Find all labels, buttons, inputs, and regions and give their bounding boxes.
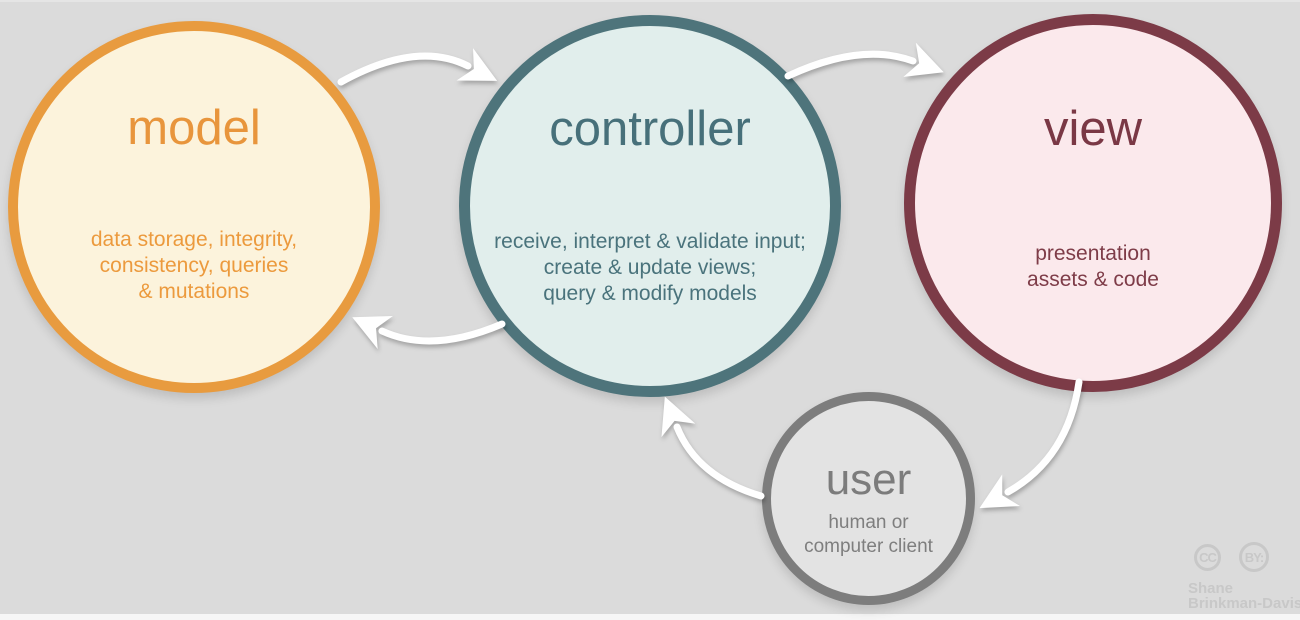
controller-description-line: create & update views; (543, 256, 757, 279)
top-edge-strip (0, 0, 1300, 2)
view-node: view presentation assets & code (904, 14, 1282, 392)
view-description-line: assets & code (1027, 268, 1159, 291)
view-title: view (1043, 102, 1143, 156)
model-description-line: & mutations (138, 280, 250, 303)
view-description-line: presentation (1035, 242, 1151, 265)
user-description: human or computer client (771, 511, 966, 559)
controller-description: receive, interpret & validate input; cre… (470, 229, 830, 307)
user-title: user (825, 455, 912, 504)
model-description-line: consistency, queries (99, 254, 289, 277)
model-description-line: data storage, integrity, (90, 228, 298, 251)
arrow-controller-to-view (784, 42, 944, 80)
arrow-view-to-user (979, 378, 1083, 509)
controller-description-line: receive, interpret & validate input; (494, 230, 806, 253)
model-node: model data storage, integrity, consisten… (8, 21, 380, 393)
user-description-line: computer client (804, 536, 933, 557)
model-description: data storage, integrity, consistency, qu… (18, 227, 370, 305)
cc-icon: CC (1194, 544, 1221, 571)
arrow-model-to-controller (337, 48, 498, 86)
author-name-line: Brinkman-Davis (1188, 595, 1300, 612)
view-description: presentation assets & code (915, 241, 1271, 293)
author-name: Shane Brinkman-Davis (1188, 581, 1300, 611)
arrow-controller-to-model (352, 315, 506, 350)
user-description-line: human or (828, 512, 909, 533)
bottom-edge-strip (0, 614, 1300, 620)
cc-icon-label: CC (1199, 550, 1217, 565)
author-name-line: Shane (1188, 580, 1234, 597)
model-title: model (127, 101, 261, 155)
controller-description-line: query & modify models (543, 282, 757, 305)
by-icon: BY: (1239, 542, 1269, 572)
controller-title: controller (549, 102, 751, 156)
by-icon-label: BY: (1244, 549, 1264, 565)
controller-node: controller receive, interpret & validate… (459, 15, 841, 397)
arrow-user-to-controller (661, 396, 765, 500)
user-node: user human or computer client (762, 392, 975, 605)
